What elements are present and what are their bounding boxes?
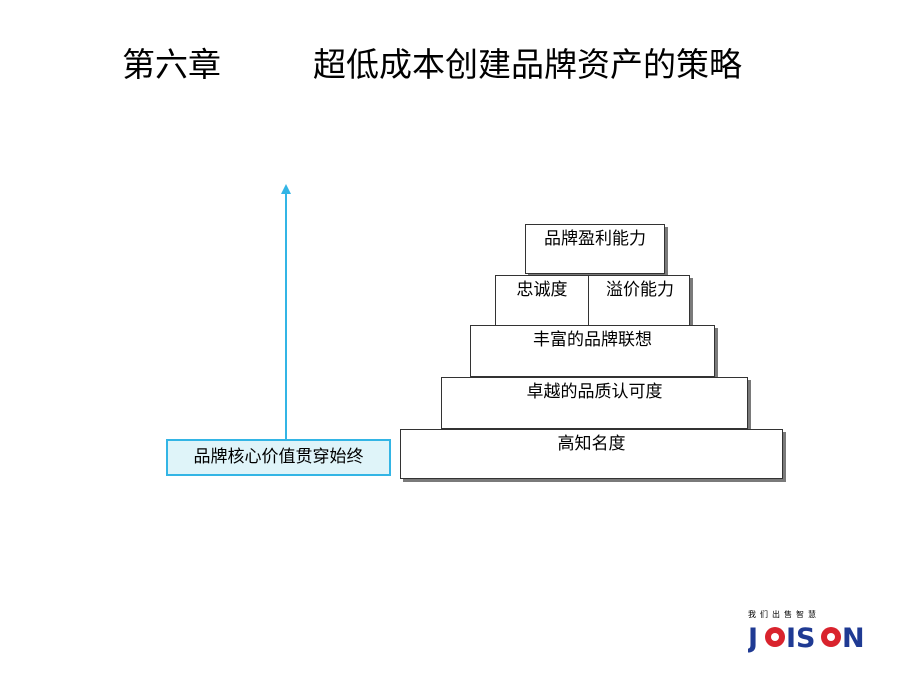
- svg-text:IS: IS: [786, 623, 816, 653]
- pyramid-cell-premium: 溢价能力: [588, 276, 691, 325]
- upward-arrow: [281, 184, 291, 439]
- logo-wordmark-icon: J IS N: [748, 623, 865, 653]
- svg-text:J: J: [748, 623, 758, 653]
- pyramid-tier-profitability: 品牌盈利能力: [525, 224, 665, 274]
- joison-logo: 我们出售智慧 J IS N: [748, 609, 868, 653]
- core-value-box: 品牌核心价值贯穿始终: [166, 439, 391, 476]
- pyramid-tier-perceived-quality: 卓越的品质认可度: [441, 377, 748, 429]
- arrow-head: [281, 184, 291, 194]
- svg-text:N: N: [842, 623, 865, 653]
- page-title: 超低成本创建品牌资产的策略: [313, 45, 742, 84]
- chapter-label: 第六章: [122, 45, 221, 84]
- pyramid-cell-loyalty: 忠诚度: [516, 280, 568, 300]
- pyramid-tier-loyalty-premium: 忠诚度 溢价能力: [495, 275, 690, 326]
- logo-tagline: 我们出售智慧: [748, 610, 820, 619]
- pyramid-tier-awareness: 高知名度: [400, 429, 783, 479]
- pyramid-tier-associations: 丰富的品牌联想: [470, 325, 715, 377]
